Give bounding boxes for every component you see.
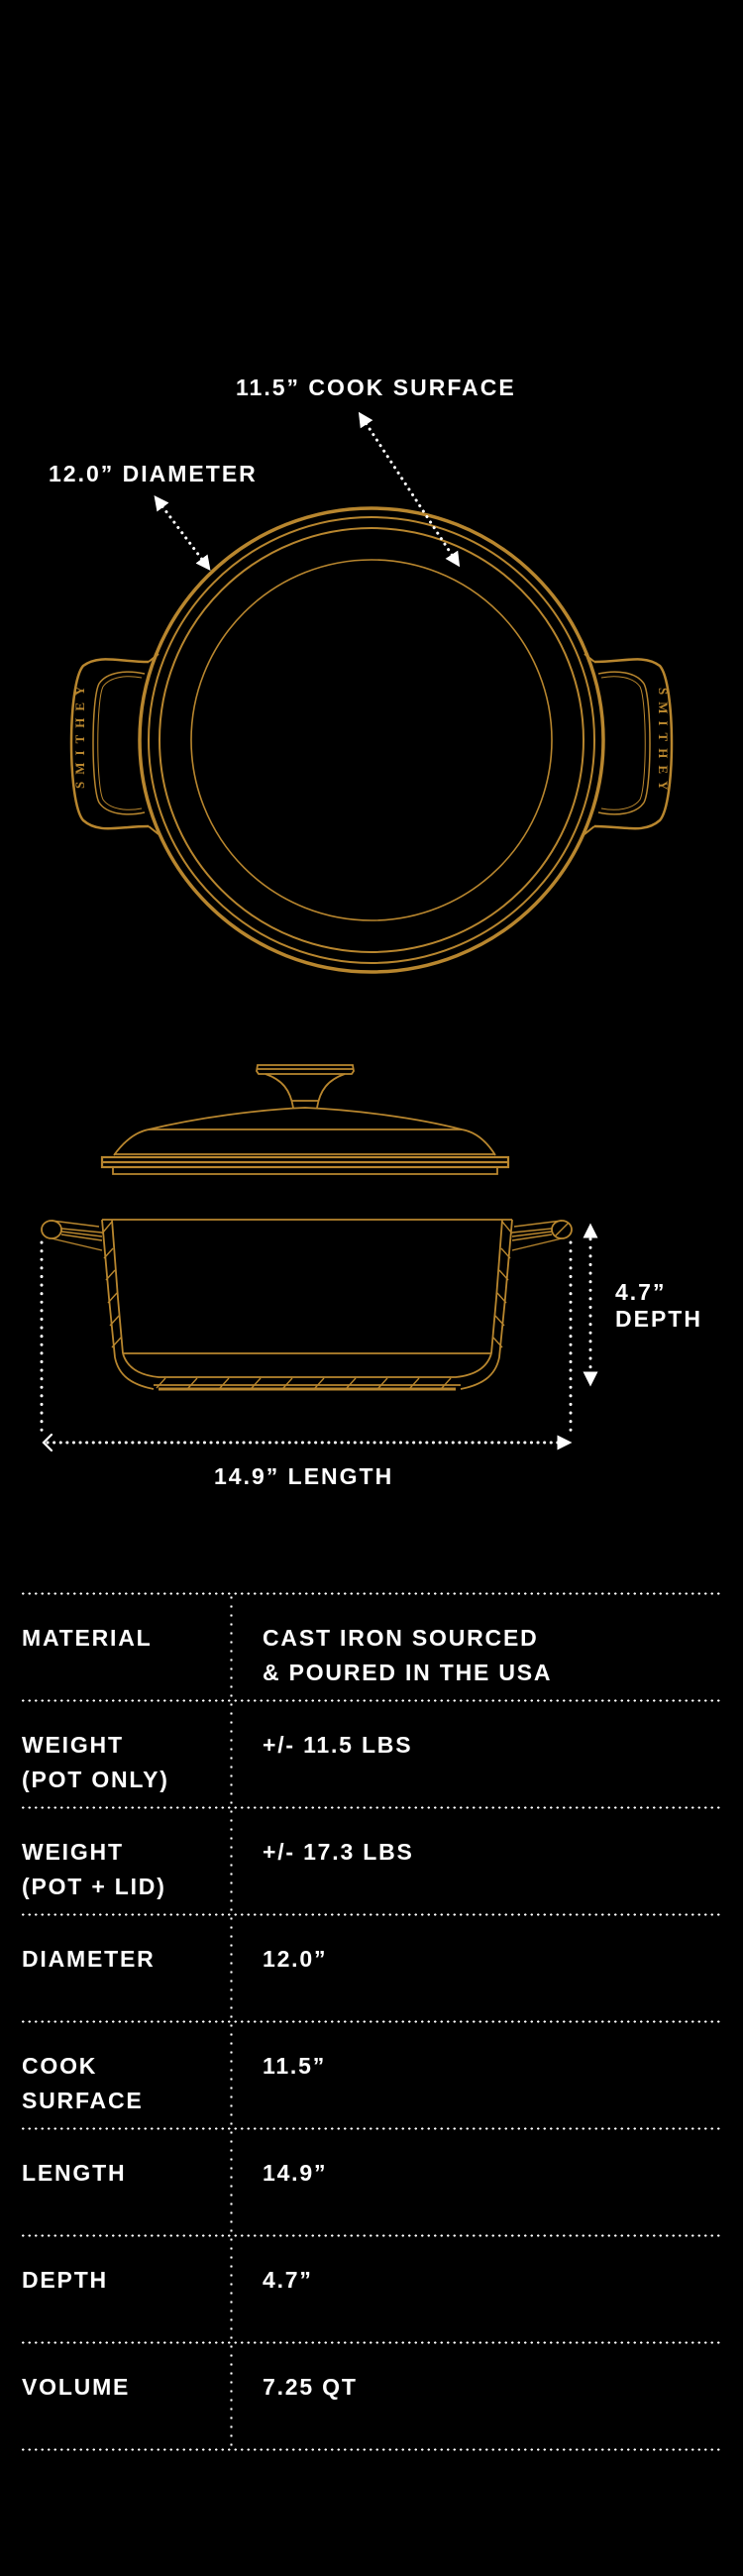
row-divider: [20, 1699, 723, 1702]
spec-row-length: LENGTH 14.9”: [20, 2127, 723, 2235]
top-view-pot: SMITHEY SMITHEY: [69, 506, 674, 974]
spec-label: WEIGHT (POT + LID): [22, 1839, 166, 1899]
row-divider: [20, 2127, 723, 2130]
spec-label: VOLUME: [22, 2374, 131, 2400]
spec-value: 11.5”: [263, 2053, 326, 2079]
spec-row-material: MATERIAL CAST IRON SOURCED & POURED IN T…: [20, 1592, 723, 1700]
pot-side-view: [41, 1219, 573, 1391]
row-divider: [20, 1806, 723, 1809]
length-label: 14.9” LENGTH: [214, 1463, 394, 1489]
spec-row-cook-surface: COOK SURFACE 11.5”: [20, 2020, 723, 2128]
spec-row-depth: DEPTH 4.7”: [20, 2234, 723, 2342]
row-divider: [20, 2341, 723, 2344]
spec-value: +/- 11.5 LBS: [263, 1732, 413, 1758]
spec-row-volume: VOLUME 7.25 QT: [20, 2341, 723, 2451]
row-divider: [20, 2448, 723, 2451]
spec-label: MATERIAL: [22, 1625, 153, 1651]
pot-illustrations: SMITHEY SMITHEY: [40, 411, 674, 1452]
spec-label: DEPTH: [22, 2267, 108, 2293]
pot-outer-rim: [138, 506, 605, 974]
spec-value: 4.7”: [263, 2267, 313, 2293]
row-divider: [20, 1913, 723, 1916]
spec-value: 14.9”: [263, 2160, 328, 2186]
depth-label: DEPTH: [615, 1306, 702, 1332]
spec-label: WEIGHT (POT ONLY): [22, 1732, 169, 1792]
diameter-arrow: [154, 495, 211, 571]
cook-surface-arrow: [358, 411, 461, 568]
cook-surface-circle: [190, 559, 553, 921]
spec-row-weight-pot-lid: WEIGHT (POT + LID) +/- 17.3 LBS: [20, 1806, 723, 1914]
spec-value: 12.0”: [263, 1946, 328, 1972]
spec-row-diameter: DIAMETER 12.0”: [20, 1913, 723, 2021]
left-handle: SMITHEY: [69, 653, 159, 835]
spec-label: DIAMETER: [22, 1946, 156, 1972]
spec-label: COOK SURFACE: [22, 2053, 144, 2113]
lid-side-view: [100, 1064, 510, 1175]
spec-table: MATERIAL CAST IRON SOURCED & POURED IN T…: [20, 1592, 723, 2451]
pot-wall: [159, 527, 584, 953]
spec-label: LENGTH: [22, 2160, 127, 2186]
length-dimension: [40, 1240, 573, 1452]
row-divider: [20, 2020, 723, 2023]
spec-value: +/- 17.3 LBS: [263, 1839, 414, 1865]
row-divider: [20, 1592, 723, 1595]
diameter-label: 12.0” DIAMETER: [49, 461, 258, 486]
right-handle: SMITHEY: [584, 653, 674, 835]
spec-row-weight-pot-only: WEIGHT (POT ONLY) +/- 11.5 LBS: [20, 1699, 723, 1807]
handle-brand-right: SMITHEY: [656, 688, 671, 797]
row-divider: [20, 2234, 723, 2237]
spec-value: 7.25 QT: [263, 2374, 358, 2400]
pot-rim-inner: [148, 516, 595, 964]
spec-value: CAST IRON SOURCED & POURED IN THE USA: [263, 1625, 553, 1685]
handle-brand-left: SMITHEY: [72, 680, 87, 789]
depth-value-label: 4.7”: [615, 1279, 667, 1305]
cook-surface-label: 11.5” COOK SURFACE: [236, 375, 516, 400]
